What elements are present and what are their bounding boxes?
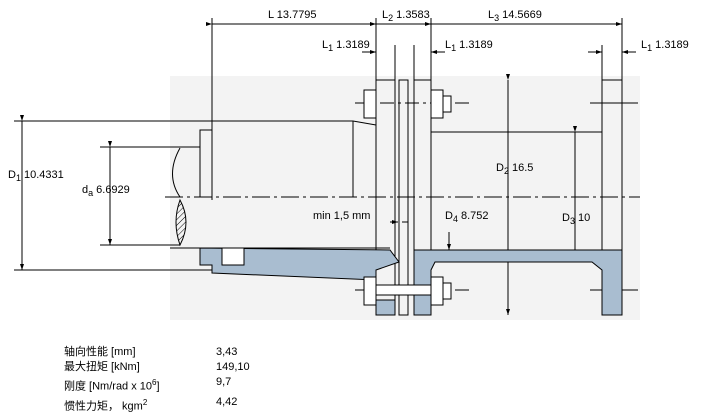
bolts: [363, 89, 452, 306]
spec-row: 轴向性能 [mm]3,43: [64, 346, 238, 358]
background-panel: [170, 76, 640, 320]
outline: [14, 18, 640, 316]
spec-row: 最大扭矩 [kNm]149,10: [64, 361, 250, 373]
section-shading: [199, 247, 623, 316]
specs-table: 轴向性能 [mm]3,43 最大扭矩 [kNm]149,10 刚度 [Nm/ra…: [64, 345, 250, 414]
spec-row: 刚度 [Nm/rad x 106]9,7: [64, 376, 232, 393]
dim-gap: min 1,5 mm: [313, 210, 370, 222]
shaft-section-hatch: [175, 198, 187, 247]
dim-L: L 13.7795: [268, 9, 317, 21]
